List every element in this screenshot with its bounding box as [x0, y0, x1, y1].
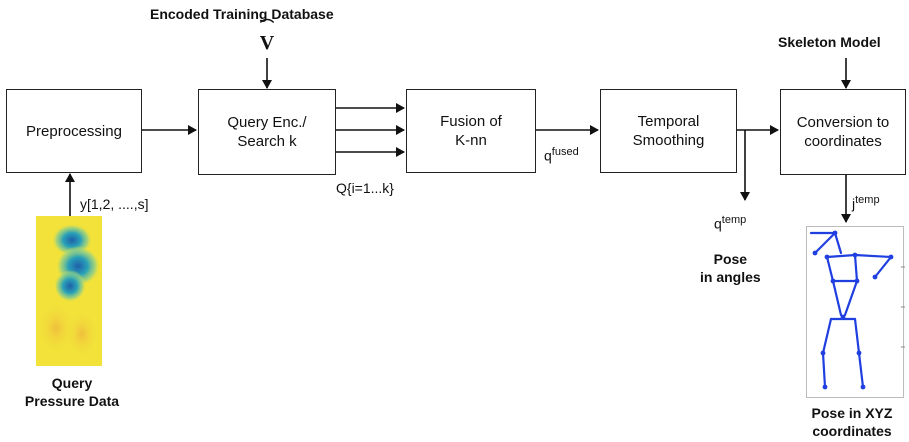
v-hat-letter: V [259, 32, 275, 54]
conversion-block: Conversion to coordinates [780, 89, 906, 175]
temporal-line1: Temporal [637, 113, 700, 130]
pose-angles-label: Pose in angles [700, 251, 761, 285]
pressure-heatmap-image [36, 216, 102, 366]
pose-xyz-label: Pose in XYZ coordinates [811, 405, 893, 439]
j-temp-label: jtemp [852, 194, 880, 212]
fusion-line2: K-nn [455, 132, 487, 149]
conversion-line1: Conversion to [796, 114, 890, 131]
query-pressure-label: Query Pressure Data [24, 375, 120, 409]
preprocessing-label: Preprocessing [26, 122, 122, 140]
q-temp-label: qtemp [714, 214, 747, 232]
y-input-label: y[1,2, ....,s] [80, 196, 149, 212]
conversion-line2: coordinates [804, 133, 882, 150]
query-enc-line2: Search k [237, 133, 297, 150]
query-encoding-block: Query Enc./ Search k [198, 89, 336, 175]
temporal-line2: Smoothing [632, 132, 705, 149]
encoded-database-label: Encoded Training Database [150, 6, 334, 22]
q-list-label: Q{i=1...k} [336, 180, 394, 196]
v-hat-symbol: ⌒ V [259, 20, 275, 55]
skeleton-pose-plot [806, 226, 905, 398]
skeleton-model-label: Skeleton Model [778, 34, 881, 50]
query-enc-line1: Query Enc./ [227, 114, 307, 131]
fusion-block: Fusion of K-nn [406, 89, 536, 173]
fusion-line1: Fusion of [440, 113, 502, 130]
preprocessing-block: Preprocessing [6, 89, 142, 173]
q-fused-label: qfused [544, 146, 579, 164]
